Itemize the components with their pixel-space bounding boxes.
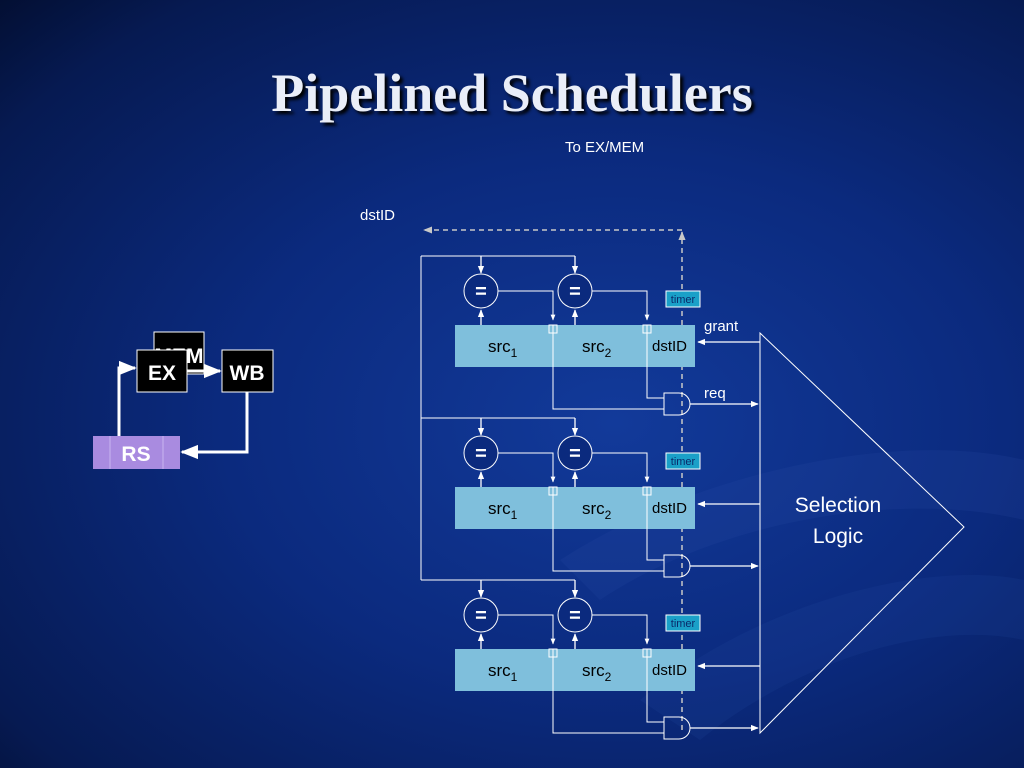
req-label: req: [704, 385, 726, 402]
and-gate: [663, 554, 691, 578]
comparator-symbol: =: [569, 281, 581, 303]
comparator-symbol: =: [475, 605, 487, 627]
comparator-symbol: =: [475, 281, 487, 303]
entry-dstid: dstID: [652, 662, 687, 679]
page-title: Pipelined Schedulers: [271, 63, 753, 123]
ready-bit-2: [642, 648, 652, 658]
selection-logic-label-line1: Selection: [795, 494, 881, 517]
ex-stage-label: EX: [148, 362, 176, 385]
entry-src2: src2: [582, 337, 612, 360]
entry-src2: src2: [582, 499, 612, 522]
entry-src1: src1: [488, 661, 518, 684]
entry-dstid: dstID: [652, 500, 687, 517]
ready-bit-1: [548, 648, 558, 658]
scheduler-entry-row: = = src1 src2 dstID timer: [421, 579, 760, 740]
scheduler-entries: = = src1 src2 dstID timer = = src1 src2 dstID timer…: [421, 255, 760, 740]
entry-dstid: dstID: [652, 338, 687, 355]
timer-label: timer: [671, 618, 696, 630]
pipeline-stages: MEM EX WB RS: [93, 331, 274, 469]
to-ex-mem-label: To EX/MEM: [565, 139, 644, 156]
ready-bit-1: [548, 324, 558, 334]
grant-label: grant: [704, 318, 739, 335]
selection-logic-block: [759, 331, 965, 735]
timer-box: [665, 614, 701, 632]
entry-src1: src1: [488, 337, 518, 360]
timer-box: [665, 452, 701, 470]
scheduler-entry: [455, 487, 695, 529]
entry-src2: src2: [582, 661, 612, 684]
timer-box: [665, 290, 701, 308]
comparator-symbol: =: [569, 443, 581, 465]
wb-stage-box: [221, 349, 274, 393]
entry-src1: src1: [488, 499, 518, 522]
ready-bit-2: [642, 486, 652, 496]
and-gate: [663, 392, 691, 416]
scheduler-entry: [455, 649, 695, 691]
scheduler-entry-row: = = src1 src2 dstID timer: [421, 417, 760, 578]
scheduler-entry-row: = = src1 src2 dstID timer: [421, 255, 760, 416]
comparator-symbol: =: [475, 443, 487, 465]
ready-bit-2: [642, 324, 652, 334]
rs-box: [93, 436, 180, 469]
comparator-symbol: =: [569, 605, 581, 627]
rs-label: RS: [121, 443, 150, 466]
wb-to-rs-arrow: [180, 392, 249, 460]
selection-logic-label-line2: Logic: [813, 525, 863, 548]
timer-label: timer: [671, 456, 696, 468]
and-gate: [663, 716, 691, 740]
wb-stage-label: WB: [230, 362, 265, 385]
ready-bit-1: [548, 486, 558, 496]
rs-to-ex-arrow: [117, 360, 137, 436]
dstid-bus-label: dstID: [360, 207, 395, 224]
scheduler-entry: [455, 325, 695, 367]
timer-label: timer: [671, 294, 696, 306]
